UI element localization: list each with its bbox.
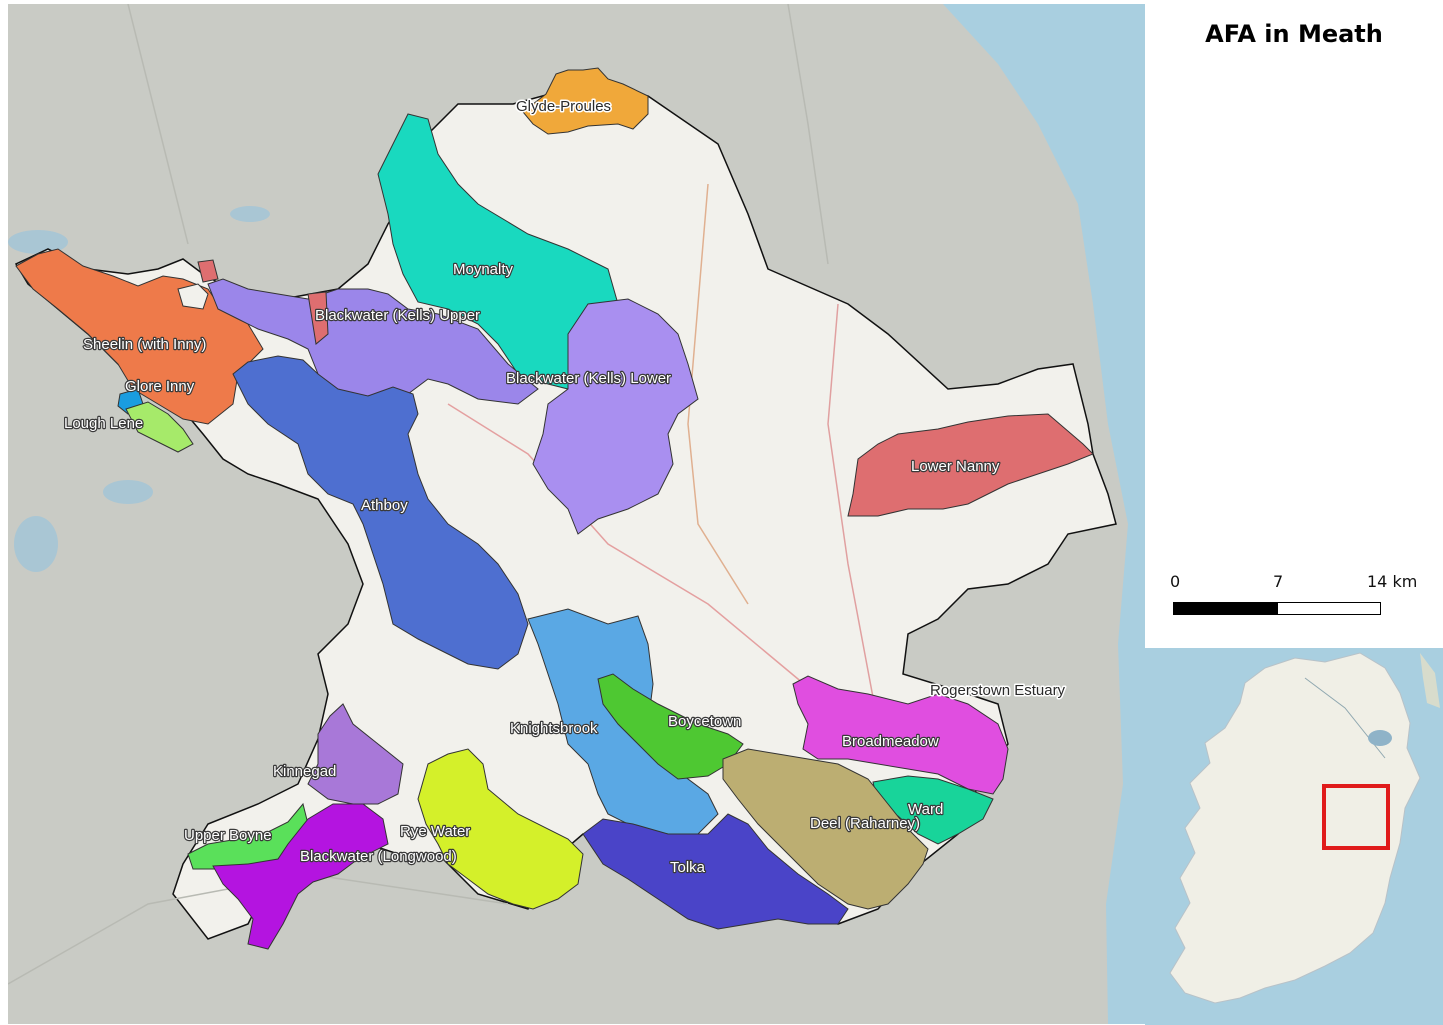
road [447, 403, 829, 705]
lake [8, 230, 68, 254]
scotland-edge [1420, 653, 1440, 708]
label-glyde-proules: Glyde-Proules [516, 98, 611, 115]
lake [103, 480, 153, 504]
label-rye-water: Tolka [670, 859, 706, 876]
label-upper-boyne: Blackwater (Longwood) [300, 848, 457, 865]
label-blackwater-kells-upper: Blackwater (Kells) Upper [315, 307, 480, 324]
region-upper-boyne[interactable] [212, 803, 389, 950]
label-rogerstown-estuary: Rogerstown Estuary [930, 682, 1066, 699]
region-tolka[interactable] [722, 748, 929, 910]
region-athboy[interactable] [232, 355, 529, 670]
region-lough-lene[interactable] [125, 401, 194, 453]
road [127, 4, 189, 245]
label-blackwater-longwood: Rye Water [400, 823, 470, 840]
region-rye-water[interactable] [582, 813, 849, 930]
scale-bar: 0 7 14 km [1165, 572, 1425, 632]
label-kinnegad: Upper Boyne [184, 827, 272, 844]
label-blackwater-kells-lower: Blackwater (Kells) Lower [506, 370, 671, 387]
label-lough-lene: Lough Lene [64, 415, 143, 432]
scale-segment-black [1173, 602, 1278, 615]
scale-label-end: 14 km [1367, 572, 1418, 591]
label-boycetown: Boycetown [668, 713, 741, 730]
main-map[interactable]: Glyde-Proules Moynalty Sheelin (with Inn… [8, 4, 1145, 1024]
label-tolka: Deel (Raharney) [810, 815, 920, 832]
label-ward: Ward [908, 801, 943, 818]
road [687, 183, 749, 605]
label-glore-inny: Glore Inny [125, 378, 195, 395]
label-deel-raharney: Kinnegad [273, 763, 336, 780]
small-region [307, 291, 329, 345]
scale-label-mid: 7 [1273, 572, 1284, 591]
label-moynalty: Moynalty [453, 261, 514, 278]
region-blackwater-kells-upper[interactable] [207, 278, 539, 405]
enclave [177, 283, 209, 310]
map-canvas[interactable]: Glyde-Proules Moynalty Sheelin (with Inn… [8, 4, 1145, 1024]
label-athboy: Athboy [361, 497, 408, 514]
lough-neagh [1368, 730, 1392, 746]
road [787, 4, 829, 265]
region-glyde-proules[interactable] [522, 67, 649, 135]
ireland-landmass [1169, 652, 1421, 1004]
lake [14, 516, 58, 572]
scale-segment-white [1277, 602, 1381, 615]
label-broadmeadow: Broadmeadow [842, 733, 939, 750]
irish-sea [943, 4, 1145, 1024]
region-lower-nanny[interactable] [847, 413, 1094, 517]
region-blackwater-kells-lower[interactable] [532, 298, 699, 535]
region-blackwater-longwood[interactable] [417, 748, 584, 910]
road [827, 303, 879, 725]
lake [230, 206, 270, 222]
inset-extent-box [1322, 784, 1390, 850]
label-knightsbrook: Knightsbrook [510, 720, 598, 737]
map-title: AFA in Meath [1205, 20, 1383, 48]
scale-label-start: 0 [1170, 572, 1181, 591]
label-sheelin-with-inny: Sheelin (with Inny) [83, 336, 206, 353]
region-moynalty[interactable] [377, 113, 619, 390]
label-lower-nanny: Lower Nanny [911, 458, 1000, 475]
inset-locator-map[interactable] [1145, 648, 1443, 1025]
inset-map-canvas [1145, 648, 1443, 1025]
region-broadmeadow[interactable] [792, 675, 1009, 795]
legend-panel: AFA in Meath 0 7 14 km [1145, 0, 1443, 1025]
small-region [197, 259, 219, 283]
region-deel-raharney[interactable] [307, 703, 404, 805]
